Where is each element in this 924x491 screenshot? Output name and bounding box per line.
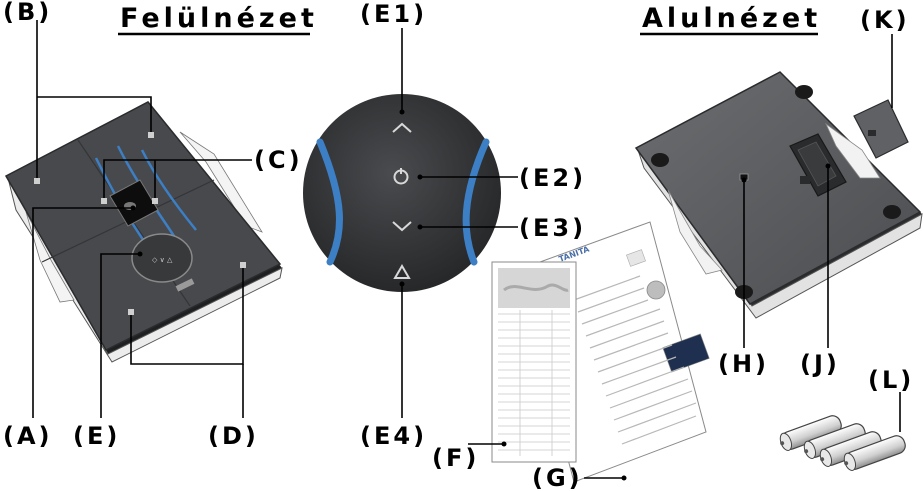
label-l: (L) <box>868 366 914 394</box>
leader-e <box>100 251 143 418</box>
svg-text:Felülnézet: Felülnézet <box>120 3 318 34</box>
leader-b <box>36 20 152 178</box>
leader-e3 <box>417 224 518 230</box>
leader-e4 <box>399 281 405 418</box>
label-j: (J) <box>800 350 840 378</box>
label-b: (B) <box>3 0 52 26</box>
battery-cover-k <box>853 99 909 159</box>
label-d: (D) <box>208 422 259 450</box>
label-k: (K) <box>860 6 910 34</box>
leader-g <box>584 475 627 481</box>
label-e2: (E2) <box>519 164 586 192</box>
document-f <box>491 261 577 463</box>
label-e4: (E4) <box>360 422 427 450</box>
leader-e2 <box>417 174 518 180</box>
label-a: (A) <box>3 422 53 450</box>
control-panel-closeup <box>303 94 501 292</box>
label-f: (F) <box>432 444 479 472</box>
scale-top-view: ◇ ∨ △ <box>4 101 283 363</box>
batteries <box>779 415 906 471</box>
label-e3: (E3) <box>519 214 586 242</box>
label-c: (C) <box>254 146 303 174</box>
leader-c <box>103 159 252 198</box>
leader-d <box>130 268 244 418</box>
svg-text:Alulnézet: Alulnézet <box>642 3 821 34</box>
title-top-view: Felülnézet <box>118 3 318 36</box>
leader-e1 <box>399 28 405 115</box>
label-e: (E) <box>73 422 120 450</box>
leader-j <box>825 163 831 348</box>
label-h: (H) <box>718 350 769 378</box>
leader-h <box>741 177 747 348</box>
leader-a <box>32 205 136 418</box>
label-g: (G) <box>532 464 583 491</box>
leader-f <box>468 441 507 447</box>
scale-bottom-view <box>634 71 923 319</box>
title-bottom-view: Alulnézet <box>640 3 821 36</box>
label-e1: (E1) <box>360 0 427 28</box>
svg-text:◇ ∨ △: ◇ ∨ △ <box>152 256 173 264</box>
